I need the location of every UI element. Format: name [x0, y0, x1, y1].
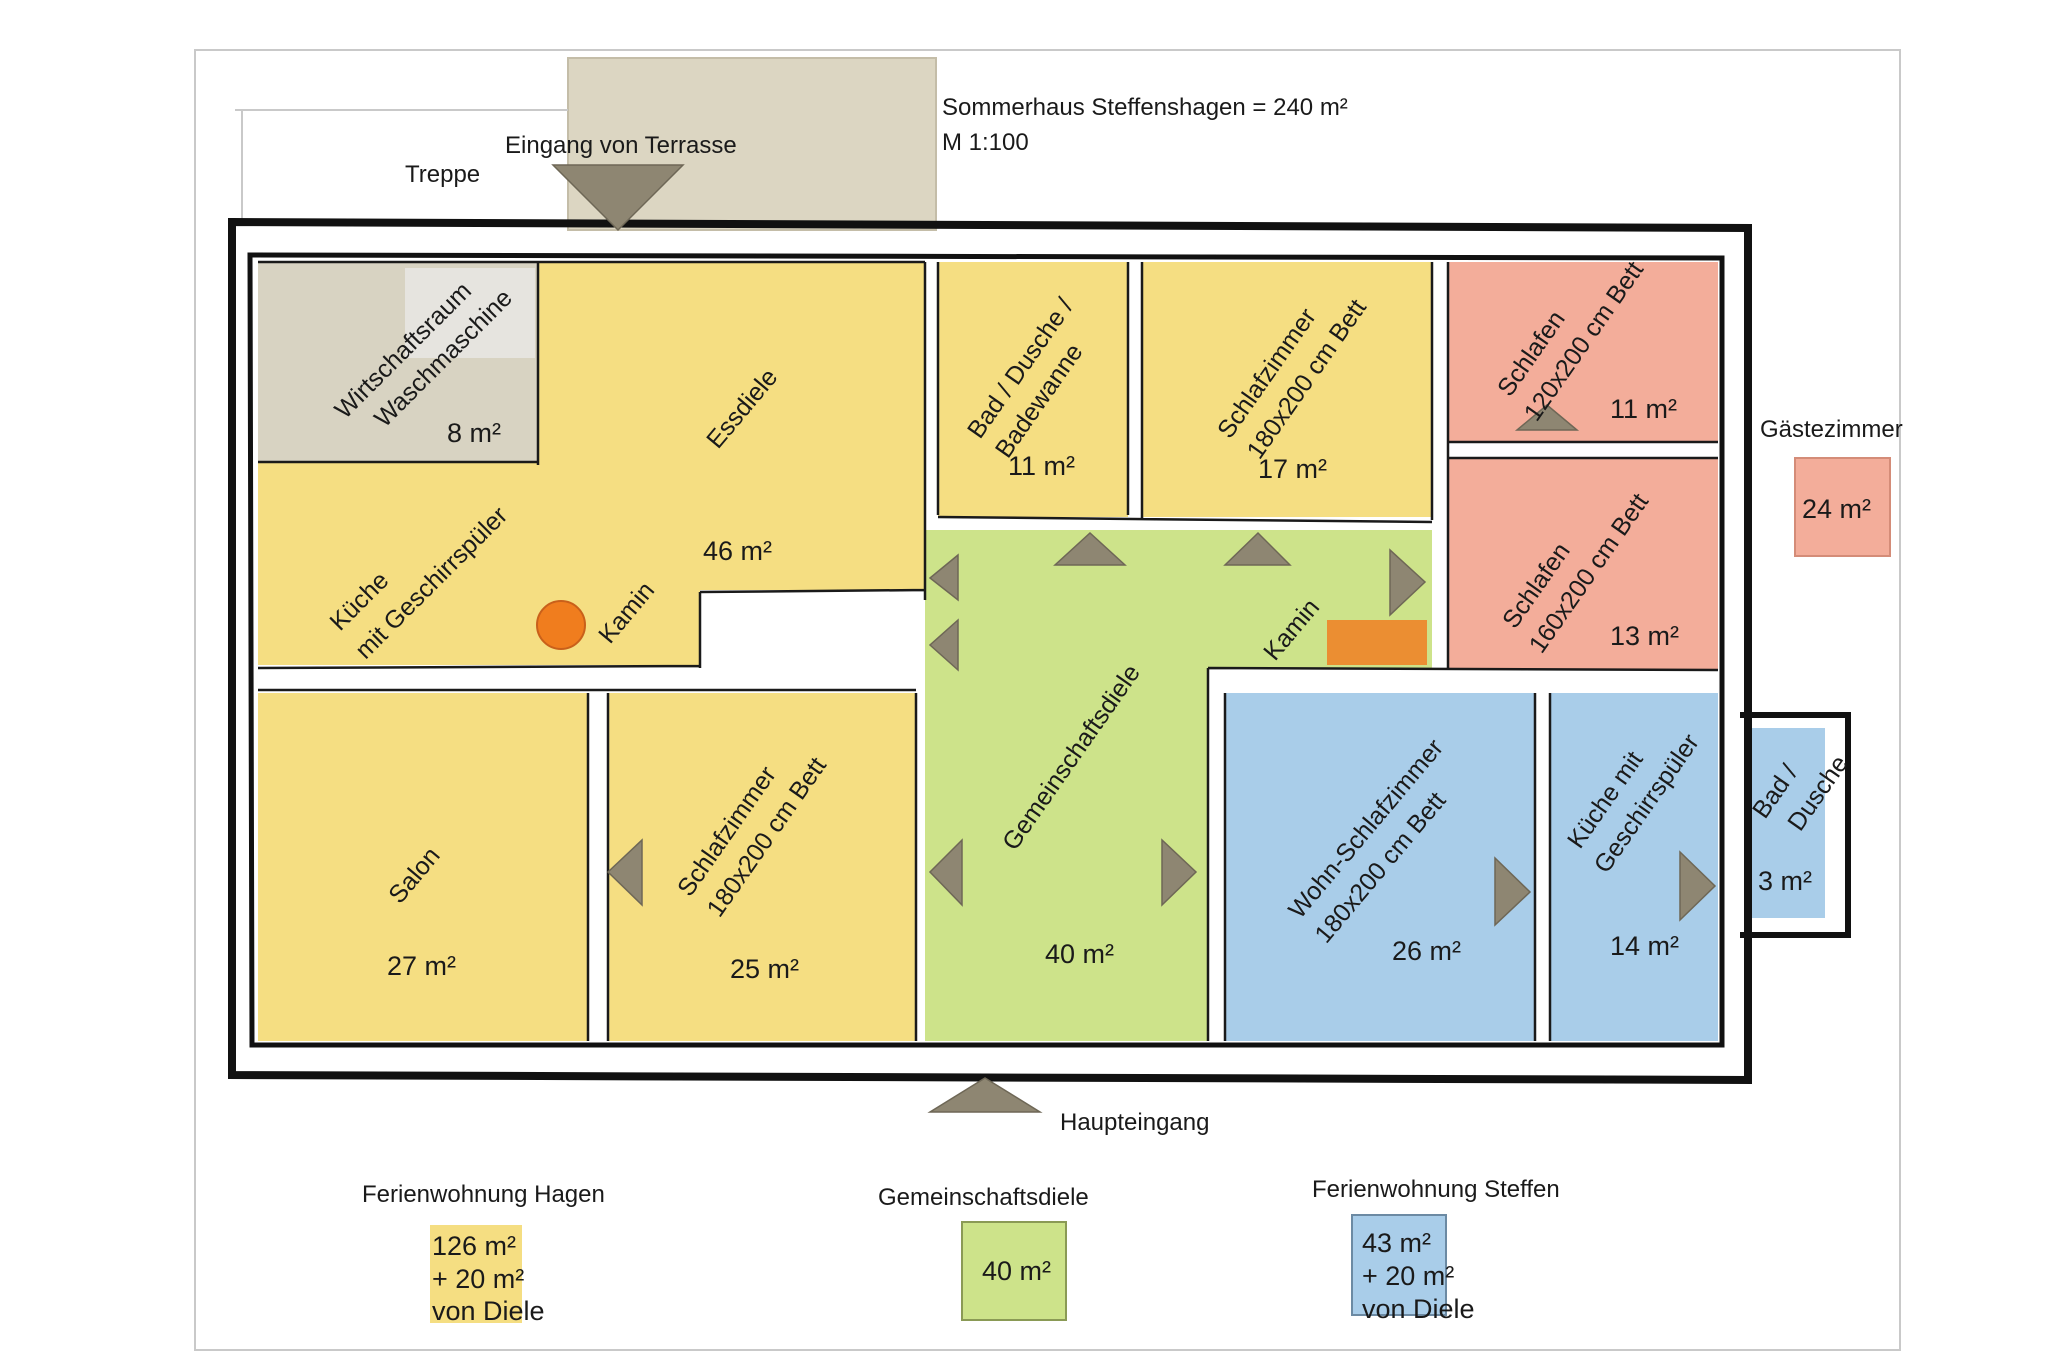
fireplace-rect [1327, 620, 1427, 665]
legend-shared-line1: 40 m² [982, 1256, 1051, 1286]
legend-steffen-line2: + 20 m² [1362, 1261, 1454, 1291]
legend-hagen-line1: 126 m² [432, 1231, 516, 1261]
arrow-hall-2 [1223, 531, 1292, 566]
wall-gap-guest [1432, 262, 1448, 670]
arrow-hall-6 [928, 838, 963, 907]
arrow-steffen-2 [1679, 850, 1717, 922]
bad-annex-wall [1740, 712, 1851, 938]
wall-gap-left-hall [916, 693, 925, 1041]
plan-scale: M 1:100 [942, 129, 1029, 156]
room-salon [258, 693, 588, 1041]
wall-gap-steffen-left [1208, 693, 1225, 1041]
arrow-hall-7 [1161, 838, 1198, 907]
arrow-hall-5 [928, 618, 959, 672]
area-schlafen-13: 13 m² [1610, 621, 1679, 651]
outer-wall-inner [247, 252, 1725, 1048]
legend-steffen-line3: von Diele [1362, 1294, 1475, 1324]
legend-hagen-line2: + 20 m² [432, 1264, 524, 1294]
area-kueche-steffen: 14 m² [1610, 931, 1679, 961]
legend-hagen-line3: von Diele [432, 1296, 545, 1326]
label-eingang-terrasse: Eingang von Terrasse [505, 132, 737, 159]
room-schlafen-11 [1448, 262, 1718, 442]
legend-shared-title: Gemeinschaftsdiele [878, 1184, 1089, 1211]
plan-title: Sommerhaus Steffenshagen = 240 m² [942, 94, 1348, 121]
room-schlafzimmer-25 [608, 693, 916, 1041]
guest-room-swatch [1794, 457, 1891, 557]
corridor-gap [706, 595, 924, 667]
wall-gap-steffen-mid [1535, 693, 1550, 1041]
area-schlafen-11: 11 m² [1610, 394, 1677, 424]
legend-steffen-line1: 43 m² [1362, 1228, 1431, 1258]
label-haupteingang: Haupteingang [1060, 1109, 1209, 1136]
label-gaestezimmer: Gästezimmer [1760, 416, 1903, 443]
paper-frame [194, 49, 1901, 1351]
interior-sketch-lines [257, 260, 1719, 1041]
stair-outline [235, 109, 568, 225]
arrow-steffen-1 [1494, 856, 1532, 927]
door-arrows [551, 164, 1717, 1113]
wall-gap-horizontal [258, 668, 925, 690]
label-treppe: Treppe [405, 161, 480, 188]
legend-shared-swatch [961, 1221, 1067, 1321]
area-schlafzimmer-25: 25 m² [730, 954, 799, 984]
room-schlafen-13 [1448, 458, 1718, 670]
wall-gap-salon [588, 693, 608, 1041]
legend-hagen-title: Ferienwohnung Hagen [362, 1181, 605, 1208]
legend-steffen-title: Ferienwohnung Steffen [1312, 1176, 1560, 1203]
wall-gap-bad [925, 262, 938, 517]
area-essdiele: 46 m² [703, 536, 772, 566]
legend-steffen-swatch [1351, 1214, 1447, 1316]
area-schlafzimmer-17: 17 m² [1258, 454, 1327, 484]
area-gemeinschaftsdiele: 40 m² [1045, 939, 1114, 969]
legend-hagen-swatch [430, 1225, 522, 1323]
wall-gap-steffen-top [1208, 670, 1718, 693]
room-schlafzimmer-17 [1142, 262, 1432, 517]
wall-gap-guest-mid [1448, 442, 1718, 458]
room-bad-dusche-badewanne [938, 262, 1128, 517]
wirtschaftsraum-highlight [405, 268, 535, 358]
area-bad-dusche-badewanne: 11 m² [1008, 451, 1075, 481]
area-wohn-schlafzimmer: 26 m² [1392, 936, 1461, 966]
arrow-bedroom-25 [606, 838, 643, 907]
area-gaestezimmer: 24 m² [1802, 494, 1871, 524]
arrow-guest [1514, 404, 1580, 431]
arrow-terrace-entry [551, 164, 685, 232]
arrow-hall-3 [1389, 548, 1427, 617]
area-wirtschaftsraum: 8 m² [447, 418, 501, 448]
area-bad-dusche-small: 3 m² [1758, 866, 1812, 896]
room-gemeinschaftsdiele [925, 530, 1432, 1041]
outer-wall [228, 217, 1752, 1085]
area-salon: 27 m² [387, 951, 456, 981]
arrow-hall-1 [1053, 531, 1127, 566]
arrow-hall-4 [928, 553, 959, 602]
wall-gap-bad-right [1128, 262, 1142, 517]
room-wohn-schlafzimmer [1225, 693, 1535, 1041]
arrow-main-entry [927, 1077, 1043, 1113]
room-bad-dusche-small [1745, 728, 1825, 918]
fireplace-round [536, 600, 586, 650]
